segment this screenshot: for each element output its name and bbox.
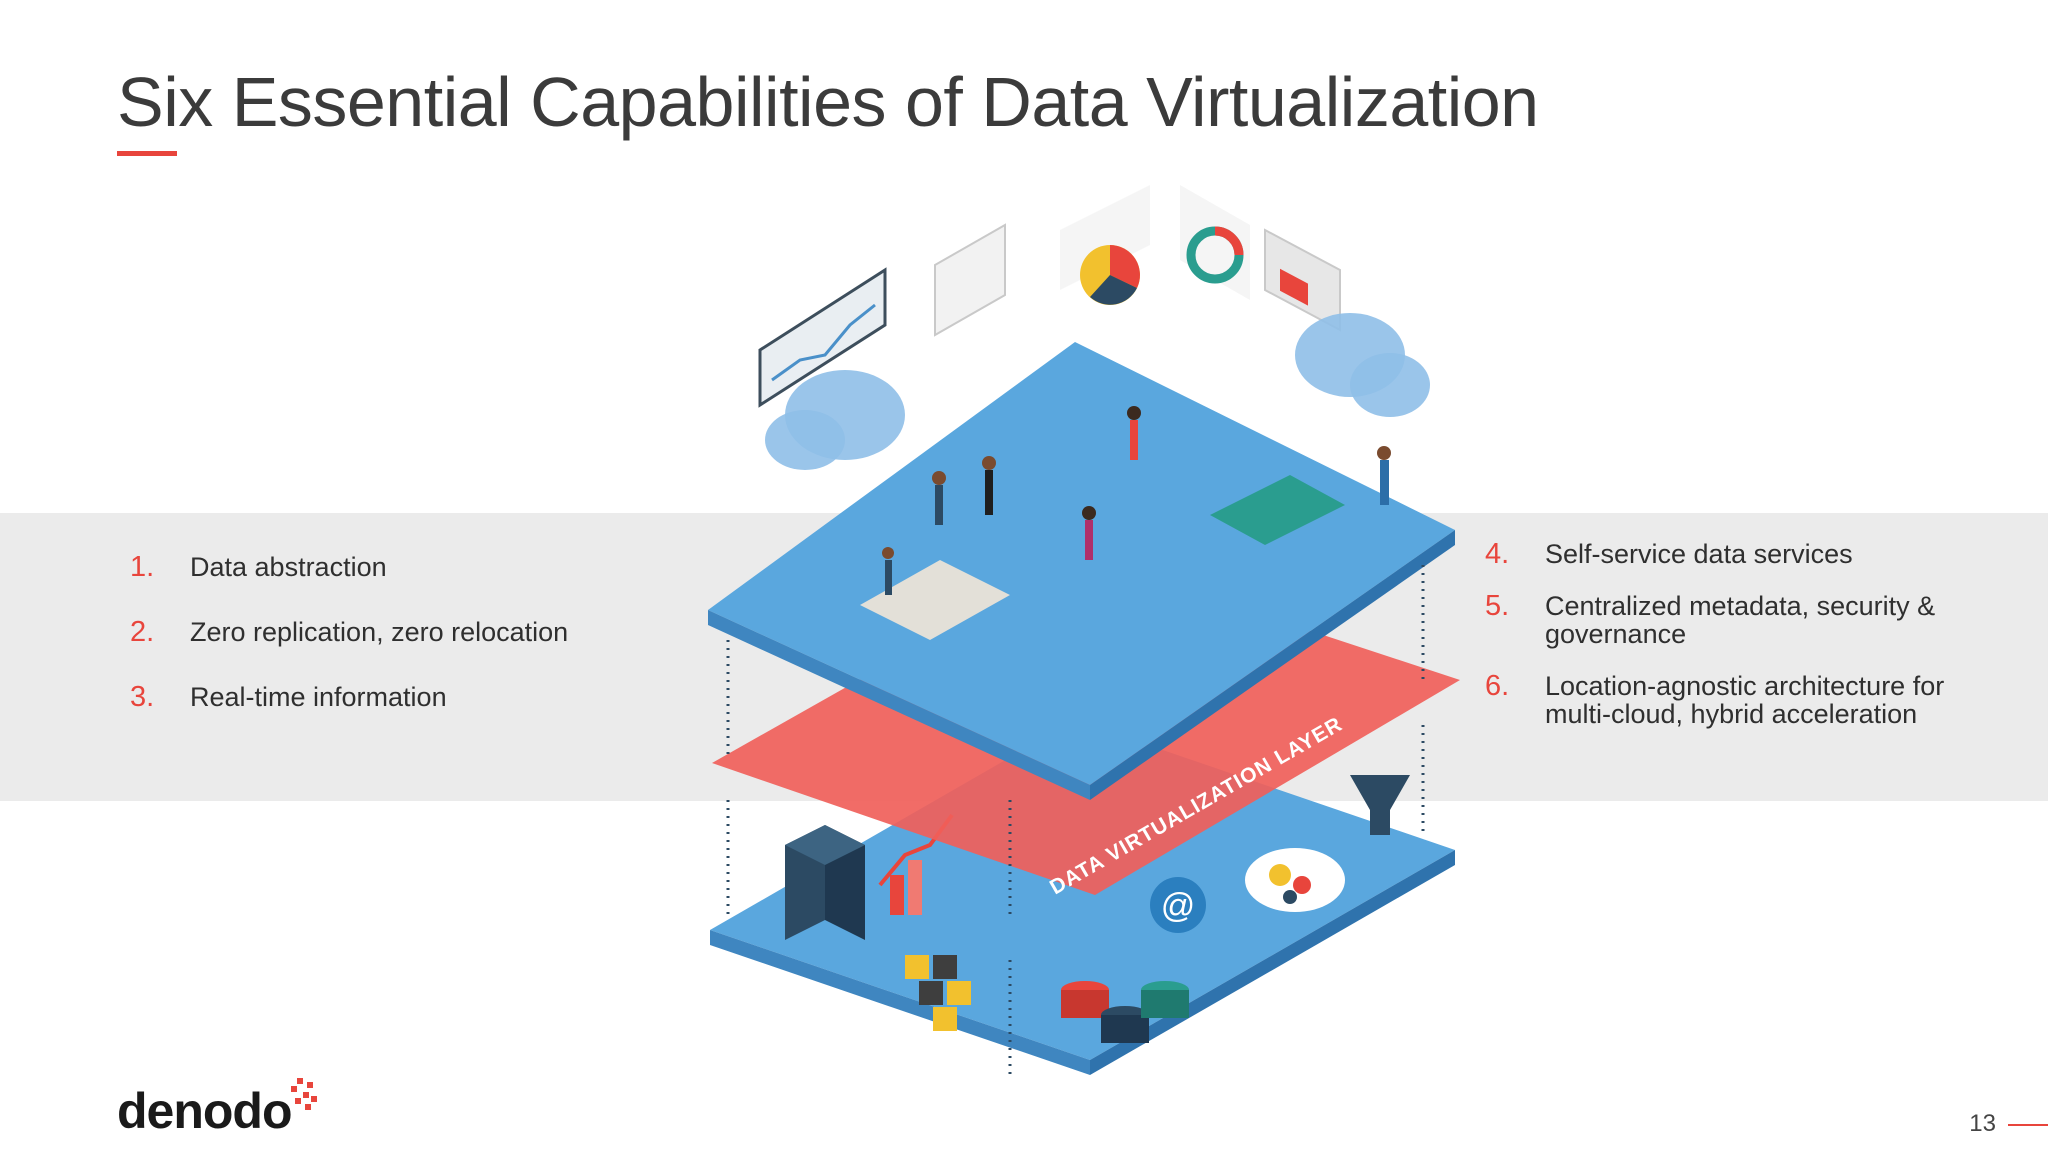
top-platform xyxy=(708,342,1455,800)
database-stack-icon xyxy=(1061,981,1189,1043)
cloud-gears-icon xyxy=(1245,848,1345,912)
capability-text: Location-agnostic architecture for multi… xyxy=(1545,671,1945,729)
capability-number: 4. xyxy=(1485,538,1510,570)
capability-number: 5. xyxy=(1485,590,1510,622)
page-number-line xyxy=(2008,1124,2048,1126)
cloud-icon-right xyxy=(1295,313,1430,417)
denodo-logo-mark xyxy=(291,1078,317,1110)
capability-item-2: 2. Zero replication, zero relocation xyxy=(130,616,569,648)
capability-text: Self-service data services xyxy=(1545,539,1853,569)
cubes-icon xyxy=(905,955,971,1031)
svg-text:@: @ xyxy=(1161,887,1196,925)
capability-number: 3. xyxy=(130,681,155,713)
capability-item-6: 6. Location-agnostic architecture for mu… xyxy=(1485,670,1965,729)
dashboard-screens xyxy=(758,185,1341,408)
capability-text: Zero replication, zero relocation xyxy=(190,617,569,647)
capability-item-3: 3. Real-time information xyxy=(130,681,568,713)
cloud-icon-left xyxy=(765,370,905,470)
capability-number: 2. xyxy=(130,616,155,648)
office-workstations xyxy=(860,406,1391,640)
funnel-icon xyxy=(1350,775,1410,835)
data-virtualization-illustration: @ DATA VIRTUALIZATION LAYER xyxy=(708,185,1460,1075)
capability-item-5: 5. Centralized metadata, security & gove… xyxy=(1485,590,1965,649)
connector-arrows xyxy=(726,565,1425,1075)
capabilities-list-right: 4. Self-service data services 5. Central… xyxy=(1485,540,1965,752)
denodo-logo: denodo xyxy=(117,1083,293,1139)
capability-number: 1. xyxy=(130,551,155,583)
at-sign-icon: @ xyxy=(1150,877,1206,933)
page-number: 13 xyxy=(1969,1110,1996,1137)
bar-growth-icon xyxy=(878,813,954,915)
capability-text: Data abstraction xyxy=(190,552,387,582)
slide-title: Six Essential Capabilities of Data Virtu… xyxy=(117,63,1539,141)
capability-item-1: 1. Data abstraction xyxy=(130,551,568,583)
capabilities-list-left: 1. Data abstraction 2. Zero replication,… xyxy=(130,553,568,748)
server-rack-icon xyxy=(785,825,865,940)
capability-number: 6. xyxy=(1485,670,1510,702)
capability-text: Real-time information xyxy=(190,682,447,712)
title-underline xyxy=(117,151,177,156)
capability-text: Centralized metadata, security & governa… xyxy=(1545,591,1936,649)
capability-item-4: 4. Self-service data services xyxy=(1485,538,1965,570)
